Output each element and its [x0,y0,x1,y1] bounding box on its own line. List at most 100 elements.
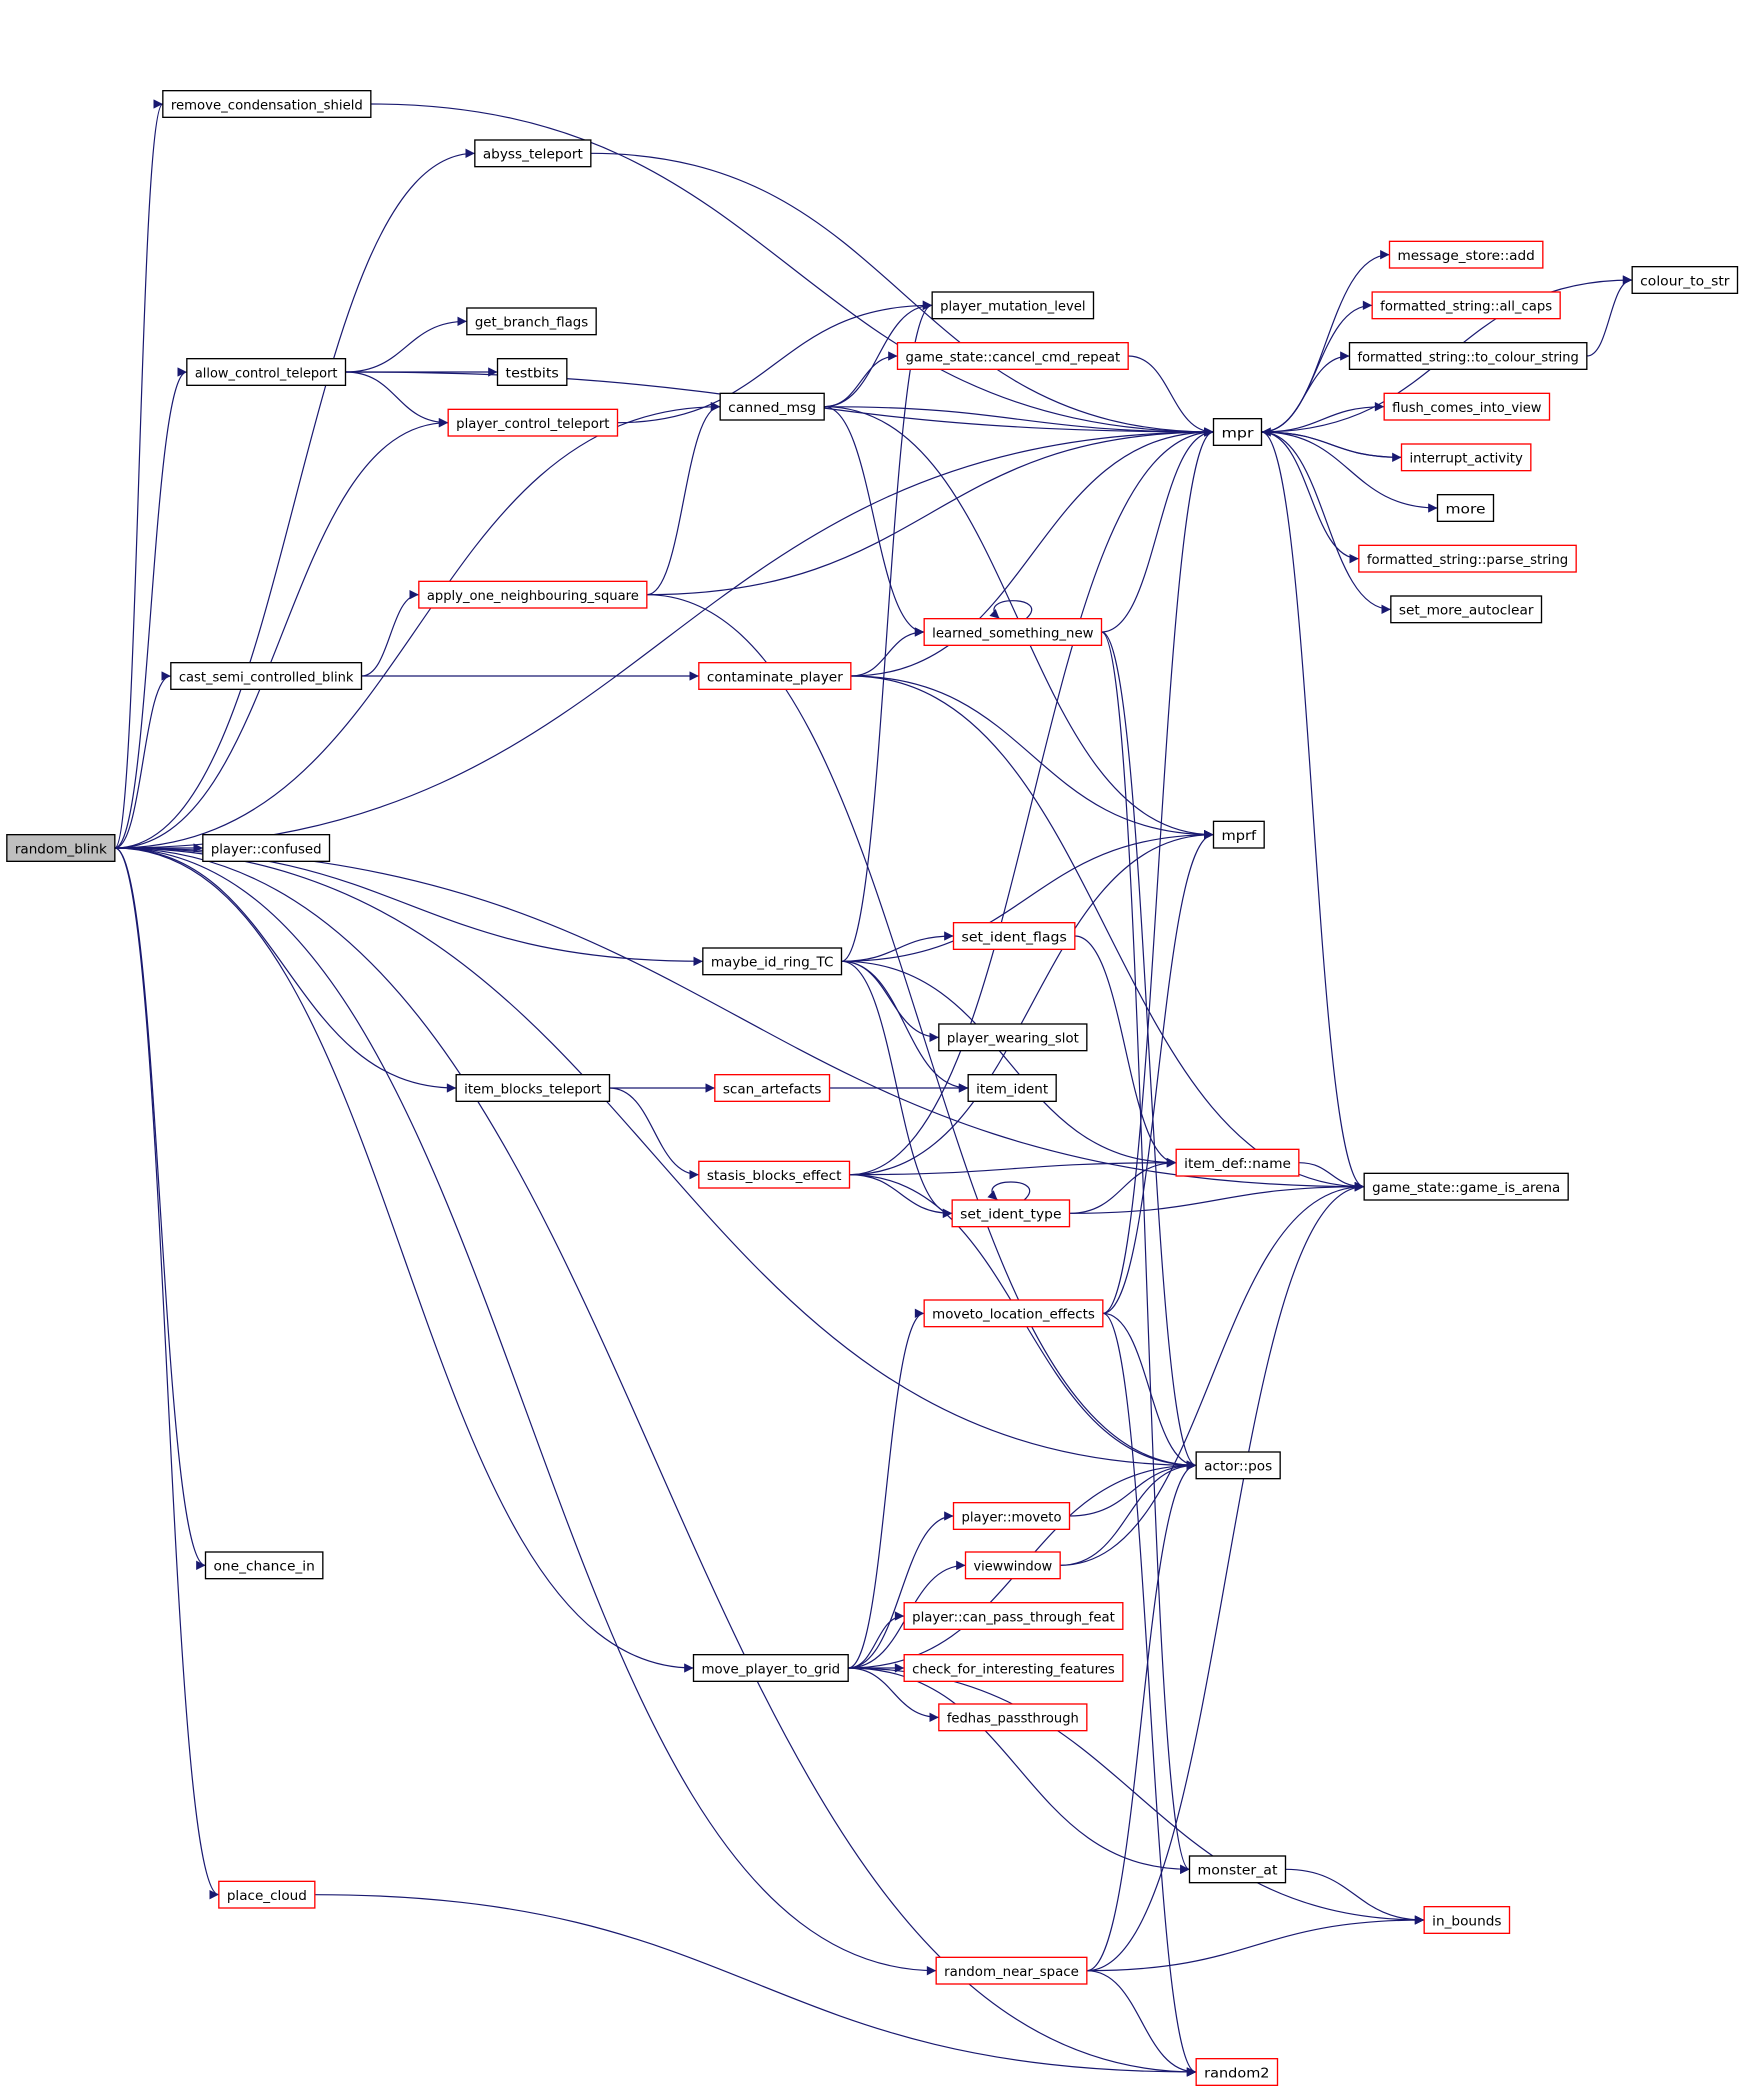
node-actor-pos[interactable]: actor::pos [1195,1451,1281,1480]
node-box [923,618,1103,646]
node-more[interactable]: more [1436,494,1495,522]
node-box [474,139,592,168]
node-label: flush_comes_into_view [1392,401,1541,416]
node-label: canned_msg [728,401,816,416]
node-random2[interactable]: random2 [1195,2058,1279,2086]
edges-layer [114,99,1633,2077]
node-random-near-space[interactable]: random_near_space [935,1956,1088,1985]
node-label: interrupt_activity [1410,452,1523,467]
node-parse-string[interactable]: formatted_string::parse_string [1358,544,1577,573]
node-box [1195,1451,1281,1480]
node-player-confused[interactable]: player::confused [202,834,331,862]
node-interrupt-activity[interactable]: interrupt_activity [1400,443,1532,472]
edge-learned_something_new-to-actor_pos [1101,631,1197,1470]
node-box [1631,266,1739,294]
node-mprf[interactable]: mprf [1212,820,1265,849]
edge-move_player_to_grid-to-in_bounds [848,1667,1425,1925]
edge-mpr-to-set_more_autoclear [1261,431,1391,614]
node-place-cloud[interactable]: place_cloud [218,1880,316,1909]
edge-random_blink-to-move_player_to_grid [114,847,694,1673]
edge-mpr-to-more [1261,431,1438,513]
node-label: player_mutation_level [940,300,1085,315]
node-box [1388,240,1544,269]
node-canned-msg[interactable]: canned_msg [719,392,825,421]
node-allow-control-teleport[interactable]: allow_control_teleport [186,358,347,386]
node-label: place_cloud [227,1889,307,1904]
node-box [896,342,1129,370]
node-player-wearing-slot[interactable]: player_wearing_slot [938,1023,1088,1052]
node-player-control-teleport[interactable]: player_control_teleport [447,408,619,437]
node-label: message_store::add [1398,249,1535,264]
edge-mpr-to-parse_string [1261,431,1359,564]
node-game-is-arena[interactable]: game_state::game_is_arena [1363,1172,1569,1201]
node-apply-one-neighbouring-square[interactable]: apply_one_neighbouring_square [418,580,648,609]
node-monster-at[interactable]: monster_at [1188,1855,1287,1884]
node-mpr[interactable]: mpr [1212,418,1263,446]
edge-maybe_id_ring_TC-to-mprf [841,830,1214,962]
edge-random_blink-to-place_cloud [114,847,219,1900]
node-moveto-location-effects[interactable]: moveto_location_effects [923,1299,1104,1328]
edge-stasis_blocks_effect-to-set_ident_type [849,1174,953,1218]
node-fedhas-passthrough[interactable]: fedhas_passthrough [938,1703,1088,1732]
node-one-chance-in[interactable]: one_chance_in [204,1551,324,1580]
edge-viewwindow-to-game_is_arena [1060,1182,1365,1566]
node-to-colour-string[interactable]: formatted_string::to_colour_string [1348,342,1588,370]
node-check-for-interesting-features[interactable]: check_for_interesting_features [903,1654,1124,1682]
node-scan-artefacts[interactable]: scan_artefacts [714,1074,831,1102]
node-learned-something-new[interactable]: learned_something_new [923,618,1103,646]
node-random-blink[interactable]: random_blink [6,834,116,862]
node-item-def-name[interactable]: item_def::name [1175,1148,1300,1177]
node-set-more-autoclear[interactable]: set_more_autoclear [1390,595,1543,624]
node-get-branch-flags[interactable]: get_branch_flags [466,307,597,336]
edge-canned_msg-to-learned_something_new [824,406,925,637]
node-set-ident-flags[interactable]: set_ident_flags [952,922,1076,950]
node-player-moveto[interactable]: player::moveto [952,1502,1071,1530]
node-label: player_control_teleport [456,417,609,432]
node-stasis-blocks-effect[interactable]: stasis_blocks_effect [698,1160,851,1189]
node-box [496,358,568,386]
node-maybe-id-ring-TC[interactable]: maybe_id_ring_TC [702,947,843,976]
node-can-pass-through-feat[interactable]: player::can_pass_through_feat [903,1602,1124,1630]
node-move-player-to-grid[interactable]: move_player_to_grid [692,1654,849,1682]
node-box [6,834,116,862]
node-player-mutation-level[interactable]: player_mutation_level [931,291,1095,320]
edge-mpr-to-to_colour_string [1261,351,1350,433]
node-box [698,662,852,690]
node-label: mpr [1222,426,1255,441]
node-abyss-teleport[interactable]: abyss_teleport [474,139,592,168]
node-label: player::confused [211,842,322,857]
edge-random_near_space-to-in_bounds [1086,1915,1425,1972]
node-colour-to-str[interactable]: colour_to_str [1631,266,1739,294]
node-remove-condensation-shield[interactable]: remove_condensation_shield [162,90,372,118]
node-label: formatted_string::all_caps [1380,300,1552,315]
node-item-ident[interactable]: item_ident [967,1074,1057,1102]
node-label: set_more_autoclear [1399,604,1534,619]
node-box [1212,820,1265,849]
node-label: move_player_to_grid [702,1662,841,1677]
node-item-blocks-teleport[interactable]: item_blocks_teleport [455,1074,611,1102]
edge-item_def_name-to-game_is_arena [1298,1162,1365,1192]
node-box [186,358,347,386]
node-label: apply_one_neighbouring_square [427,589,639,604]
node-all-caps[interactable]: formatted_string::all_caps [1371,291,1561,320]
node-testbits[interactable]: testbits [496,358,568,386]
node-box [692,1654,849,1682]
node-set-ident-type[interactable]: set_ident_type [951,1199,1071,1228]
node-label: game_state::cancel_cmd_repeat [906,350,1121,365]
node-viewwindow[interactable]: viewwindow [964,1551,1061,1580]
node-flush-comes-into-view[interactable]: flush_comes_into_view [1383,392,1551,421]
edge-set_ident_type-to-game_is_arena [1069,1182,1365,1214]
edge-set_ident_type-to-set_ident_type [987,1181,1031,1201]
node-cancel-cmd-repeat[interactable]: game_state::cancel_cmd_repeat [896,342,1129,370]
nodes-layer: random_blink remove_condensation_shieldab… [6,90,1739,2086]
node-label: formatted_string::parse_string [1367,553,1568,568]
node-label: one_chance_in [213,1560,314,1575]
node-contaminate-player[interactable]: contaminate_player [698,662,852,690]
node-cast-semi-controlled-blink[interactable]: cast_semi_controlled_blink [170,662,363,690]
node-in-bounds[interactable]: in_bounds [1423,1906,1511,1934]
edge-item_blocks_teleport-to-stasis_blocks_effect [609,1087,699,1180]
edge-random_blink-to-abyss_teleport [114,148,475,849]
node-label: check_for_interesting_features [912,1662,1115,1677]
node-label: player::can_pass_through_feat [912,1610,1115,1625]
node-message-store-add[interactable]: message_store::add [1388,240,1544,269]
